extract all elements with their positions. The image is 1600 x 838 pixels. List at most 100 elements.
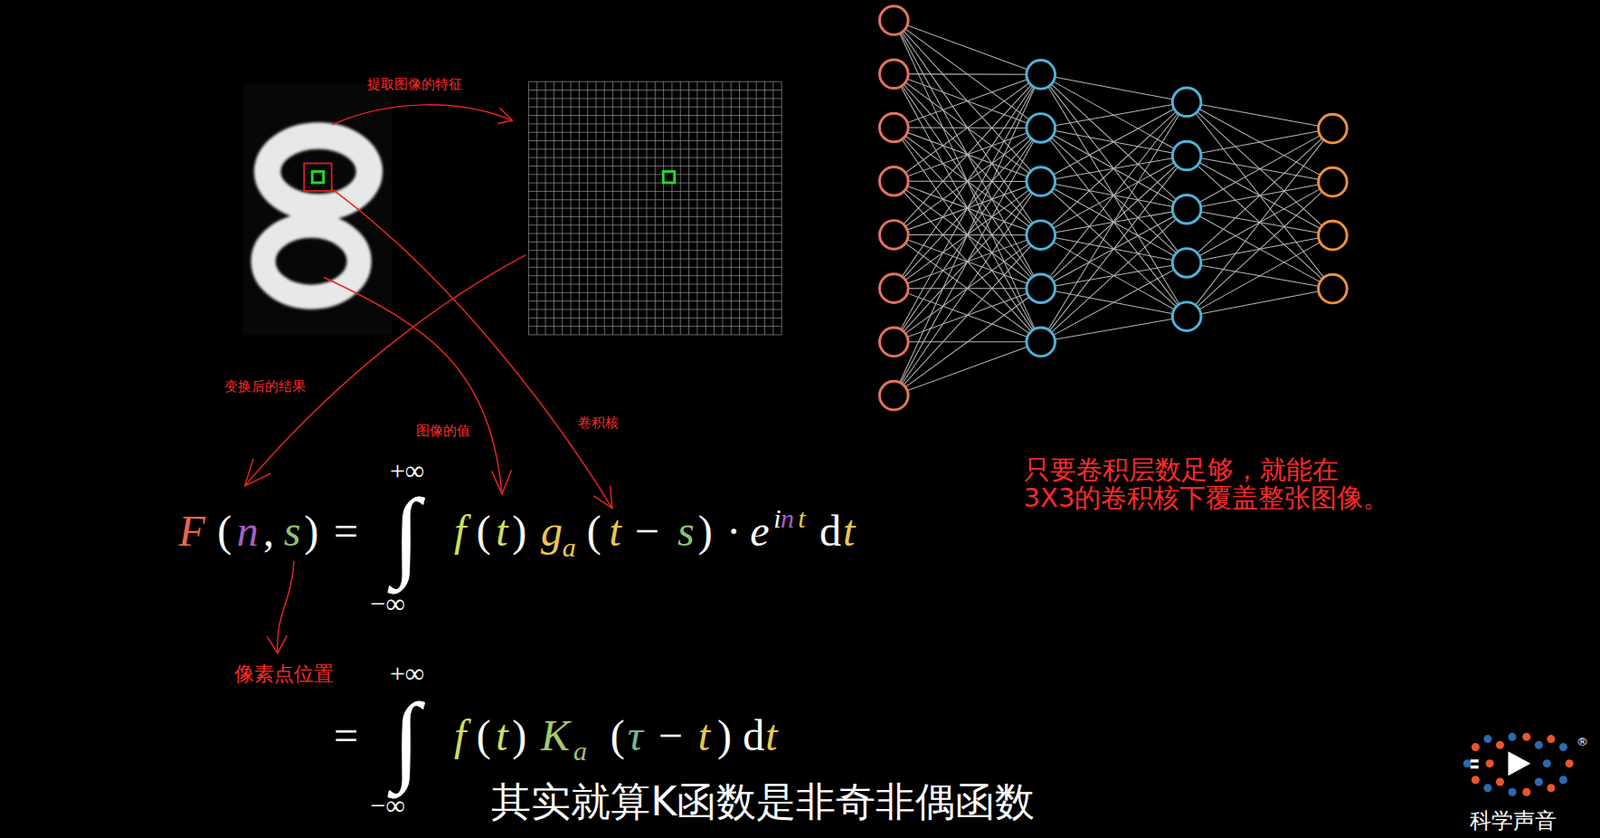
math-symbol: t [797, 504, 805, 532]
math-symbol: t [495, 509, 508, 553]
network-link [893, 73, 1041, 76]
annotation-label: 提取图像的特征 [367, 77, 463, 92]
network-link [1186, 128, 1333, 209]
network-link [1186, 235, 1333, 317]
grid-line [528, 198, 782, 200]
digit-eight [263, 135, 370, 297]
network-link [893, 74, 1041, 396]
network-link [1186, 181, 1333, 317]
network-link [1041, 155, 1187, 342]
math-symbol: ( [476, 713, 492, 758]
grid-line [528, 300, 782, 302]
math-symbol: d [742, 713, 765, 758]
neuron [1172, 248, 1202, 278]
math-symbol: i [773, 504, 781, 532]
math-symbol: t [842, 509, 855, 553]
network-link [1041, 74, 1187, 316]
neuron [879, 59, 909, 89]
network-link [893, 20, 1041, 342]
digit-upper-loop [267, 135, 370, 208]
subtitle: 其实就算K函数是非奇非偶函数 [491, 781, 1035, 822]
grid-line [528, 190, 782, 192]
network-link [893, 74, 1041, 236]
math-symbol: , [263, 509, 275, 553]
network-link [1041, 262, 1187, 341]
annotation-label: 图像的值 [416, 424, 471, 438]
digit-lower-loop [263, 225, 360, 297]
network-link [893, 74, 1041, 288]
network-link [1041, 102, 1187, 342]
network-link [893, 341, 1041, 396]
math-symbol: f [454, 713, 466, 758]
grid-line [528, 173, 782, 175]
network-link [1186, 128, 1333, 317]
annotation-arrow [324, 277, 502, 494]
math-symbol: ( [586, 509, 602, 553]
neuron [879, 166, 909, 196]
grid-line [528, 233, 782, 235]
network-link [1041, 102, 1187, 182]
network-link [1186, 102, 1333, 236]
grid-line [528, 258, 782, 260]
math-symbol: a [562, 533, 577, 561]
arrow-head [267, 635, 287, 654]
math-symbol: e [749, 509, 769, 553]
neuron [1026, 167, 1056, 197]
network-link [893, 74, 1041, 235]
neuron [1026, 220, 1056, 250]
neuron [879, 113, 909, 143]
neuron [1172, 194, 1202, 224]
logo-text: 科学声音 [1469, 809, 1557, 832]
neuron [1026, 327, 1056, 357]
grid-line [528, 274, 782, 276]
math-symbol: ( [476, 509, 492, 553]
grid-line [528, 123, 782, 124]
grid-line [528, 132, 782, 133]
math-symbol: d [819, 509, 842, 553]
network-link [893, 74, 1041, 342]
annotation-arrow [331, 189, 613, 509]
arrow-head [498, 108, 513, 124]
math-symbol: g [540, 509, 563, 553]
math-symbol: t [698, 713, 711, 758]
grid-line [528, 284, 782, 285]
neuron [1318, 167, 1348, 197]
grid-line [528, 140, 782, 142]
grid-line [528, 224, 782, 226]
arrow-head [245, 459, 271, 486]
network-link [893, 74, 1041, 289]
annotation-label: 像素点位置 [234, 663, 334, 684]
math-symbol: ) [303, 509, 319, 553]
grid-line [528, 308, 782, 310]
neuron [879, 274, 909, 303]
annotation-arrow [245, 255, 526, 486]
math-symbol: − [658, 713, 683, 758]
grid-line [528, 106, 782, 108]
neuron [1172, 87, 1202, 117]
grid-line [528, 216, 782, 218]
neuron [1026, 60, 1056, 90]
logo-icon [1463, 732, 1574, 796]
grid-line [528, 97, 782, 99]
network-link [893, 74, 1041, 182]
network-link [1041, 316, 1187, 342]
grid-line [528, 114, 782, 116]
neuron [1318, 220, 1348, 250]
math-symbol: +∞ [389, 659, 425, 687]
network-link [893, 74, 1041, 129]
math-symbol: t [495, 713, 508, 758]
network-link [1041, 74, 1187, 156]
annotation-label: 变换后的结果 [224, 379, 306, 394]
network-link [893, 74, 1041, 128]
math-symbol: ( [610, 713, 625, 758]
math-symbol: n [236, 509, 259, 553]
grid-line [528, 266, 782, 268]
neural-network [879, 6, 1347, 410]
grid-line [528, 165, 782, 167]
math-symbol: ) [511, 713, 527, 758]
neuron [1318, 274, 1348, 303]
network-link [893, 20, 1041, 236]
neuron [879, 327, 909, 357]
neuron [879, 380, 909, 410]
